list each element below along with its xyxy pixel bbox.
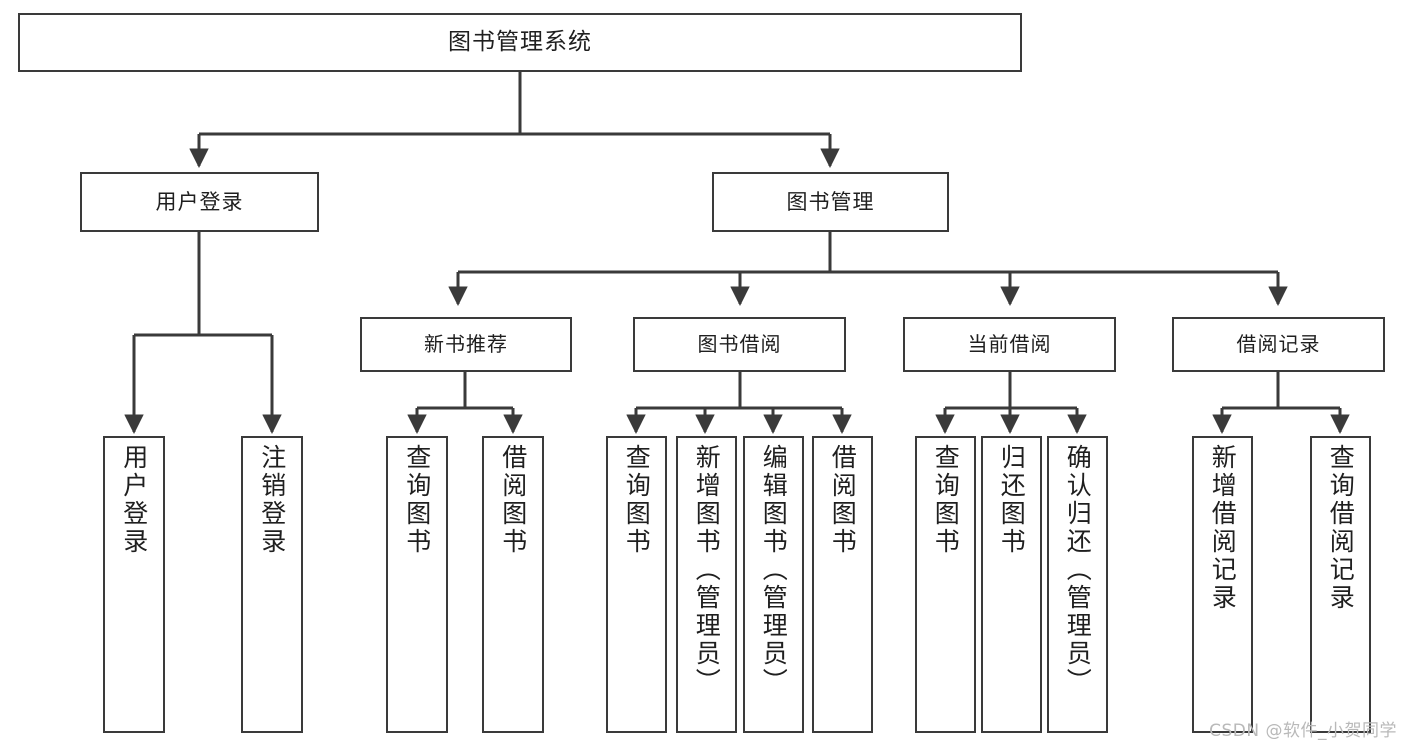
node-label: 借阅图书: [498, 444, 528, 556]
leaf-query-books-borrow[interactable]: 查询图书: [606, 436, 667, 733]
leaf-query-books-recommend[interactable]: 查询图书: [386, 436, 448, 733]
node-root-book-management-system[interactable]: 图书管理系统: [18, 13, 1022, 72]
node-label: 图书管理: [786, 189, 875, 214]
node-label: 新增图书（管理员）: [692, 444, 722, 696]
node-user-login[interactable]: 用户登录: [80, 172, 319, 232]
node-label: 图书管理系统: [448, 28, 592, 55]
node-label: 查询图书: [931, 444, 961, 556]
node-label: 确认归还（管理员）: [1063, 444, 1093, 696]
node-borrowing-record[interactable]: 借阅记录: [1172, 317, 1385, 372]
leaf-return-books[interactable]: 归还图书: [981, 436, 1042, 733]
node-label: 查询图书: [402, 444, 432, 556]
node-label: 编辑图书（管理员）: [759, 444, 789, 696]
leaf-query-borrow-record[interactable]: 查询借阅记录: [1310, 436, 1371, 733]
node-label: 归还图书: [997, 444, 1027, 556]
leaf-add-book-admin[interactable]: 新增图书（管理员）: [676, 436, 737, 733]
leaf-borrow-books[interactable]: 借阅图书: [812, 436, 873, 733]
leaf-add-borrow-record[interactable]: 新增借阅记录: [1192, 436, 1253, 733]
leaf-query-books-current[interactable]: 查询图书: [915, 436, 976, 733]
node-new-book-recommendation[interactable]: 新书推荐: [360, 317, 572, 372]
node-label: 查询图书: [622, 444, 652, 556]
node-label: 新书推荐: [424, 331, 508, 356]
node-label: 注销登录: [257, 444, 287, 556]
node-label: 借阅图书: [828, 444, 858, 556]
leaf-edit-book-admin[interactable]: 编辑图书（管理员）: [743, 436, 804, 733]
leaf-confirm-return-admin[interactable]: 确认归还（管理员）: [1047, 436, 1108, 733]
leaf-user-login[interactable]: 用户登录: [103, 436, 165, 733]
leaf-logout[interactable]: 注销登录: [241, 436, 303, 733]
node-label: 用户登录: [119, 444, 149, 556]
watermark: CSDN @软件_小贺同学: [1209, 721, 1397, 741]
node-current-borrowing[interactable]: 当前借阅: [903, 317, 1116, 372]
node-label: 用户登录: [155, 189, 244, 214]
node-book-borrowing[interactable]: 图书借阅: [633, 317, 846, 372]
node-book-management[interactable]: 图书管理: [712, 172, 949, 232]
leaf-borrow-books-recommend[interactable]: 借阅图书: [482, 436, 544, 733]
node-label: 当前借阅: [967, 331, 1052, 356]
node-label: 图书借阅: [697, 331, 782, 356]
node-label: 借阅记录: [1236, 331, 1321, 356]
node-label: 查询借阅记录: [1326, 444, 1356, 612]
node-label: 新增借阅记录: [1208, 444, 1238, 612]
